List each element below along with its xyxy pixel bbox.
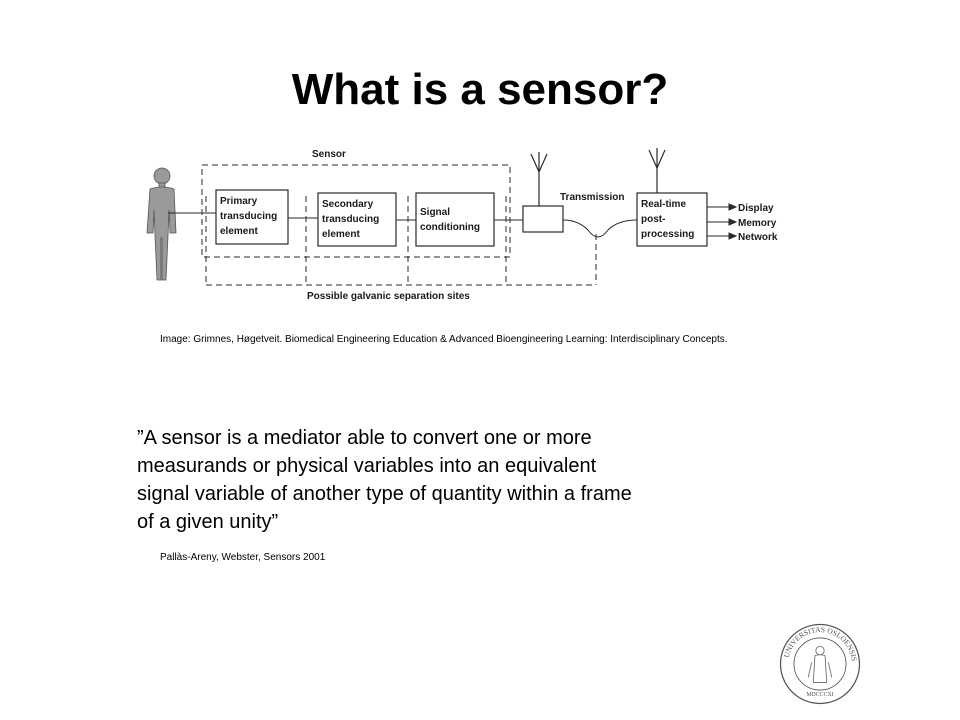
transmitter-box <box>522 205 564 233</box>
svg-text:processing: processing <box>641 229 694 240</box>
svg-text:Primary: Primary <box>220 196 258 207</box>
transmission-label: Transmission <box>560 192 624 203</box>
galvanic-separation-label: Possible galvanic separation sites <box>307 291 470 302</box>
primary-transducing-element: Primary transducing element <box>215 189 289 245</box>
secondary-transducing-element: Secondary transducing element <box>317 192 397 247</box>
svg-text:transducing: transducing <box>220 211 277 222</box>
svg-text:post-: post- <box>641 214 665 225</box>
svg-text:element: element <box>322 229 360 240</box>
university-seal-logo: UNIVERSITAS OSLOENSIS MDCCCXI <box>779 623 861 705</box>
receiver-antenna-icon <box>648 148 666 193</box>
sensor-definition-quote: ”A sensor is a mediator able to convert … <box>137 424 757 536</box>
quote-line: of a given unity” <box>137 511 279 533</box>
galvanic-separation-lines <box>205 196 597 286</box>
quote-line: signal variable of another type of quant… <box>137 483 632 505</box>
output-display: Display <box>738 203 774 214</box>
seal-year: MDCCCXI <box>806 692 833 698</box>
transmitter-antenna-icon <box>530 152 548 206</box>
seal-figure-icon <box>807 645 833 683</box>
quote-line: ”A sensor is a mediator able to convert … <box>137 427 592 449</box>
svg-text:Signal: Signal <box>420 207 450 218</box>
quote-citation: Pallàs-Areny, Webster, Sensors 2001 <box>160 552 326 563</box>
human-body-figure <box>146 167 177 281</box>
image-credit-caption: Image: Grimnes, Høgetveit. Biomedical En… <box>160 334 728 345</box>
svg-text:Real-time: Real-time <box>641 199 686 210</box>
realtime-processing-block: Real-time post- processing <box>636 192 708 247</box>
signal-conditioning-block: Signal conditioning <box>415 192 495 247</box>
sensor-block-diagram: Sensor Primary transducing element Secon… <box>146 148 778 302</box>
quote-line: measurands or physical variables into an… <box>137 455 597 477</box>
svg-text:Secondary: Secondary <box>322 199 374 210</box>
slide-title: What is a sensor? <box>291 65 669 114</box>
sensor-label: Sensor <box>312 149 346 160</box>
svg-text:element: element <box>220 226 258 237</box>
svg-text:conditioning: conditioning <box>420 222 480 233</box>
output-memory: Memory <box>738 218 777 229</box>
sensor-boundary <box>201 164 511 258</box>
output-network: Network <box>738 232 778 243</box>
svg-text:transducing: transducing <box>322 214 379 225</box>
